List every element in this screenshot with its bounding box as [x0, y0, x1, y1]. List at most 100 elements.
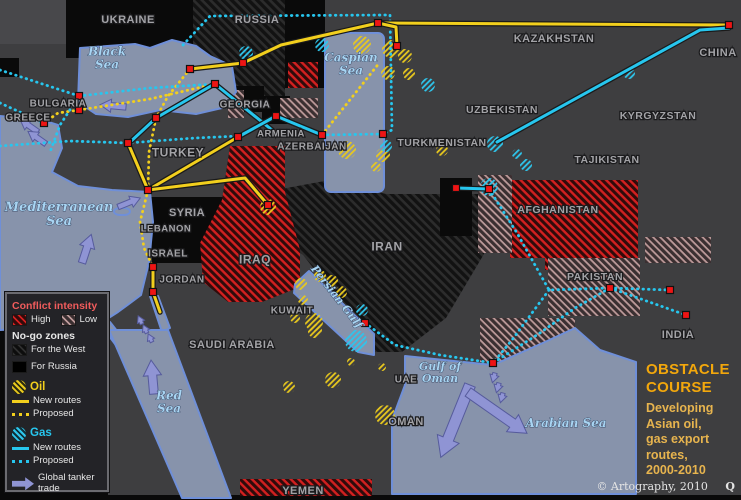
country-label: ISRAEL	[148, 249, 188, 260]
route-nodes-layer	[39, 18, 734, 368]
oil-field	[326, 275, 338, 287]
gas-field	[345, 330, 367, 352]
country-label: BULGARIA	[30, 99, 87, 110]
oil-new-route	[188, 21, 731, 71]
country-label: KYRGYZSTAN	[620, 110, 697, 122]
high-conflict-swatch	[12, 314, 27, 327]
country-label: SYRIA	[169, 207, 205, 219]
oil-proposed-route	[138, 188, 155, 269]
pipeline-node	[392, 41, 402, 51]
pipeline-node	[148, 287, 158, 297]
arabian-sea	[391, 327, 637, 495]
gas-field-icon	[12, 426, 26, 441]
europe-land	[0, 0, 66, 44]
country-label: IRAQ	[239, 252, 271, 266]
oil-new-route	[376, 21, 399, 48]
oil-field	[378, 363, 386, 371]
copyright-text: © Artography, 2010	[596, 480, 708, 493]
tanker-route-arrow	[116, 195, 142, 211]
pipeline-node	[451, 183, 461, 193]
pipeline-node	[151, 113, 161, 123]
gas-field	[239, 46, 253, 60]
country-label: PAKISTAN	[567, 271, 623, 283]
tanker-arrow-icon	[12, 477, 34, 491]
oil-field	[295, 278, 307, 290]
gas-field	[356, 304, 368, 316]
conflict-afghanistan	[510, 180, 638, 270]
oil-proposed-route	[77, 82, 217, 112]
water-label: Arabian Sea	[524, 416, 606, 430]
legend-nogo-header: No-go zones	[12, 330, 75, 343]
gas-proposed-route	[491, 288, 551, 365]
oil-new-route	[126, 141, 150, 192]
credit-line: © Artography, 2010 Q	[596, 480, 735, 493]
pipeline-node	[143, 185, 153, 195]
map-subtitle-line2: Asian oil,	[646, 416, 702, 431]
map-legend: Conflict intensity High Low No-go zones …	[4, 291, 110, 494]
gas-proposed-route	[320, 132, 385, 137]
pipeline-node	[360, 318, 370, 328]
gas-proposed-label: Proposed	[33, 454, 74, 466]
legend-gas-header: Gas	[30, 427, 52, 440]
oil-field	[308, 324, 322, 338]
nogo-west-swatch	[12, 344, 27, 357]
tanker-route-arrow	[136, 314, 146, 326]
black-sea	[77, 39, 237, 118]
tanker-route-arrow	[19, 118, 41, 136]
gas-field	[315, 38, 329, 52]
title-block: OBSTACLE COURSE Developing Asian oil, ga…	[646, 361, 738, 479]
tanker-route-arrow	[141, 323, 151, 335]
conflict-iraq	[200, 146, 300, 302]
nogo-west-iran	[265, 180, 484, 352]
country-label: UZBEKISTAN	[466, 104, 538, 116]
country-label: ARMENIA	[257, 128, 305, 139]
oil-field	[403, 68, 415, 80]
resource-fields-layer	[239, 36, 635, 425]
pipeline-node	[210, 79, 220, 89]
country-label: OMAN	[388, 416, 424, 428]
conflict-chechnya	[288, 62, 318, 88]
gas-proposed-route	[608, 286, 688, 317]
pipeline-node	[263, 200, 273, 210]
gas-proposed-swatch	[12, 459, 29, 463]
tanker-arrows-layer	[19, 98, 528, 459]
country-label: KAZAKHSTAN	[514, 33, 595, 45]
oil-field	[375, 405, 395, 425]
oil-field	[314, 270, 326, 282]
pipeline-node	[317, 130, 327, 140]
country-label: IRAN	[371, 239, 402, 253]
legend-oil-header: Oil	[30, 380, 46, 393]
tanker-route-arrow	[436, 382, 476, 459]
oil-proposed-route	[42, 108, 81, 125]
country-label: AFGHANISTAN	[517, 204, 598, 216]
gas-proposed-route	[48, 94, 81, 154]
oil-proposed-swatch	[12, 413, 29, 416]
gas-proposed-route	[77, 82, 217, 98]
country-label: GREECE	[5, 113, 50, 124]
pipeline-node	[665, 285, 675, 295]
oil-field	[298, 295, 308, 305]
pipeline-node	[605, 283, 615, 293]
pipeline-node	[123, 138, 133, 148]
oil-field	[398, 49, 412, 63]
map-subtitle-line1: Developing	[646, 401, 714, 416]
pipeline-node	[74, 105, 84, 115]
pipeline-node	[185, 64, 195, 74]
country-label: TURKMENISTAN	[397, 137, 486, 149]
conflict-kashmir	[645, 237, 711, 263]
tanker-route-arrow	[146, 332, 156, 344]
gas-new-swatch	[12, 446, 29, 450]
gas-field	[421, 78, 435, 92]
oil-proposed-route	[320, 60, 382, 137]
oil-field	[353, 36, 371, 54]
conflict-yemen	[240, 479, 372, 496]
tanker-route-arrow	[464, 387, 528, 434]
publisher-logo: Q	[725, 480, 735, 493]
country-label: KUWAIT	[271, 306, 313, 317]
country-label: JORDAN	[159, 275, 204, 286]
country-label: YEMEN	[282, 485, 324, 497]
